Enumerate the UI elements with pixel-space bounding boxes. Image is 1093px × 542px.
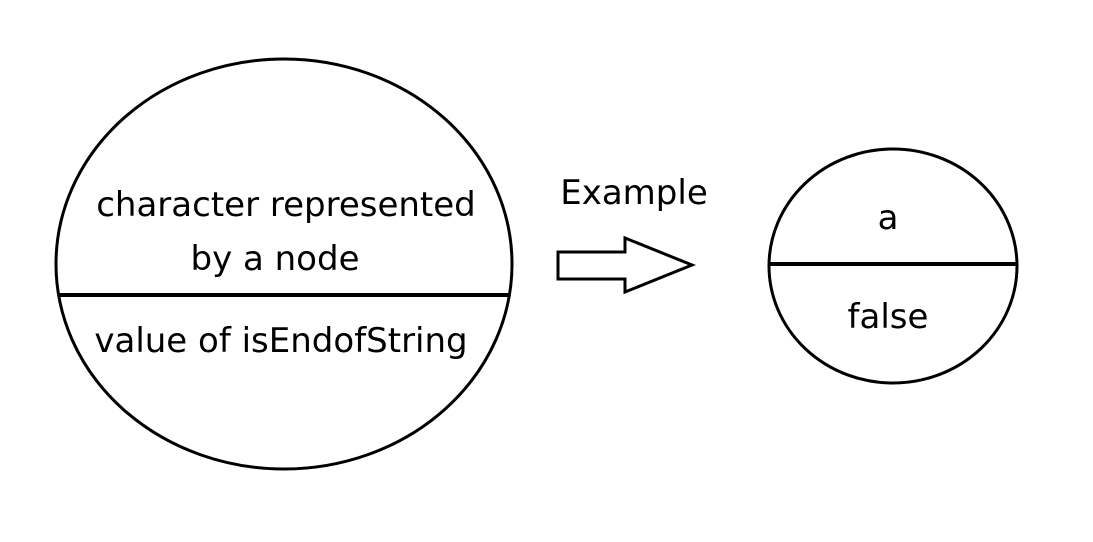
example-arrow-group: Example	[556, 173, 708, 295]
legend-node-character-line-2: by a node	[190, 239, 359, 279]
example-node-end-flag-value: false	[848, 297, 929, 337]
legend-node-end-flag-label: value of isEndofString	[94, 321, 467, 361]
example-node: a false	[767, 147, 1019, 385]
legend-node: character represented by a node value of…	[54, 57, 514, 471]
legend-node-character-line-1: character represented	[96, 185, 476, 225]
example-node-character: a	[878, 198, 899, 238]
example-label: Example	[560, 173, 708, 213]
legend-node-circle	[54, 57, 514, 471]
right-arrow-icon	[556, 235, 697, 295]
